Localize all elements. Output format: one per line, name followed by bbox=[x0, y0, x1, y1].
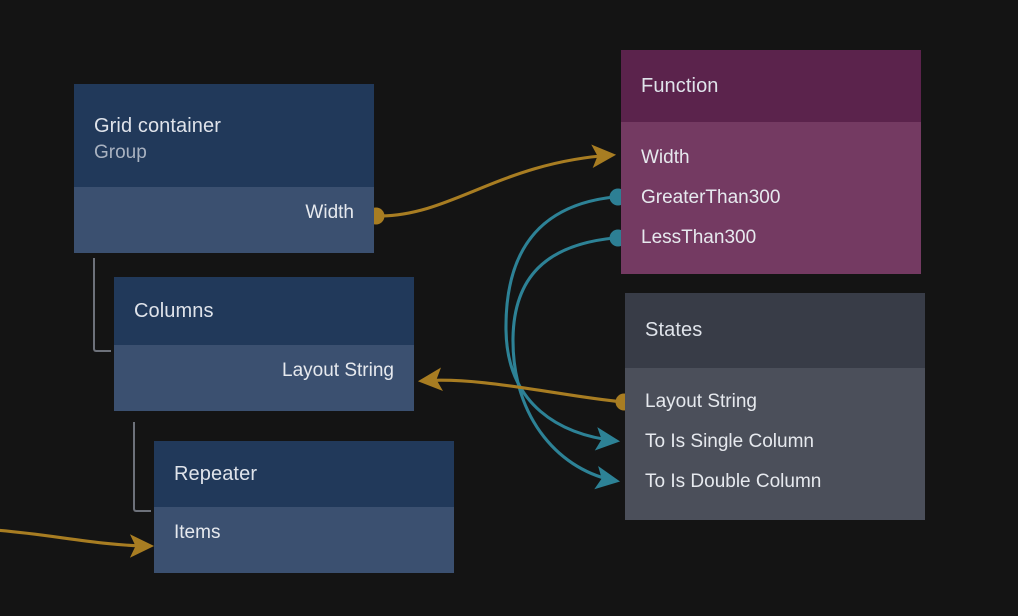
node-columns-header[interactable]: Columns bbox=[114, 277, 414, 345]
port-row-function-width[interactable]: Width bbox=[621, 138, 921, 178]
node-repeater-header[interactable]: Repeater bbox=[154, 441, 454, 507]
port-label-states-to-is-double-column: To Is Double Column bbox=[645, 471, 822, 492]
wire-greaterthan300-to-single-column bbox=[504, 195, 621, 451]
wire-lessthan300-to-double-column bbox=[511, 236, 621, 490]
port-row-repeater-items[interactable]: Items bbox=[154, 513, 454, 553]
port-label-function-greaterthan300: GreaterThan300 bbox=[641, 187, 781, 208]
port-row-columns-layout-string[interactable]: Layout String bbox=[114, 351, 414, 391]
node-grid-container-subtitle: Group bbox=[94, 142, 147, 163]
port-row-function-greaterthan300[interactable]: GreaterThan300 bbox=[621, 178, 921, 218]
port-row-function-lessthan300[interactable]: LessThan300 bbox=[621, 218, 921, 258]
wire-width-to-function-width bbox=[378, 144, 617, 218]
node-repeater-body: Items bbox=[154, 507, 454, 573]
node-states-body: Layout String To Is Single Column To Is … bbox=[625, 368, 925, 520]
port-label-states-layout-string: Layout String bbox=[645, 391, 757, 412]
port-row-grid-container-width[interactable]: Width bbox=[74, 193, 374, 233]
port-row-states-to-is-single-column[interactable]: To Is Single Column bbox=[625, 422, 925, 462]
tree-connector-columns-to-repeater bbox=[133, 422, 151, 512]
wire-states-layout-string-to-columns bbox=[417, 367, 624, 404]
port-label-states-to-is-single-column: To Is Single Column bbox=[645, 431, 814, 452]
port-label-function-lessthan300: LessThan300 bbox=[641, 227, 757, 248]
node-columns-title: Columns bbox=[134, 299, 214, 322]
port-label-columns-layout-string: Layout String bbox=[282, 360, 394, 381]
node-function-title: Function bbox=[641, 74, 719, 97]
port-row-states-to-is-double-column[interactable]: To Is Double Column bbox=[625, 462, 925, 502]
node-states-header[interactable]: States bbox=[625, 293, 925, 368]
node-repeater[interactable]: Repeater Items bbox=[154, 441, 454, 573]
port-label-repeater-items: Items bbox=[174, 522, 221, 543]
tree-connector-grid-to-columns bbox=[93, 258, 111, 352]
node-grid-container-body: Width bbox=[74, 187, 374, 253]
port-label-grid-container-width: Width bbox=[305, 202, 354, 223]
node-function-header[interactable]: Function bbox=[621, 50, 921, 122]
node-grid-container[interactable]: Grid container Group Width bbox=[74, 84, 374, 253]
node-columns-body: Layout String bbox=[114, 345, 414, 411]
port-label-function-width: Width bbox=[641, 147, 690, 168]
wire-offscreen-to-repeater-items bbox=[0, 528, 155, 558]
node-function[interactable]: Function Width GreaterThan300 LessThan30… bbox=[621, 50, 921, 274]
node-grid-container-header[interactable]: Grid container Group bbox=[74, 84, 374, 187]
node-columns[interactable]: Columns Layout String bbox=[114, 277, 414, 411]
node-states-title: States bbox=[645, 319, 703, 341]
node-function-body: Width GreaterThan300 LessThan300 bbox=[621, 122, 921, 274]
node-grid-container-title: Grid container bbox=[94, 115, 222, 137]
node-repeater-title: Repeater bbox=[174, 462, 258, 485]
port-row-states-layout-string[interactable]: Layout String bbox=[625, 382, 925, 422]
node-states[interactable]: States Layout String To Is Single Column… bbox=[625, 293, 925, 520]
